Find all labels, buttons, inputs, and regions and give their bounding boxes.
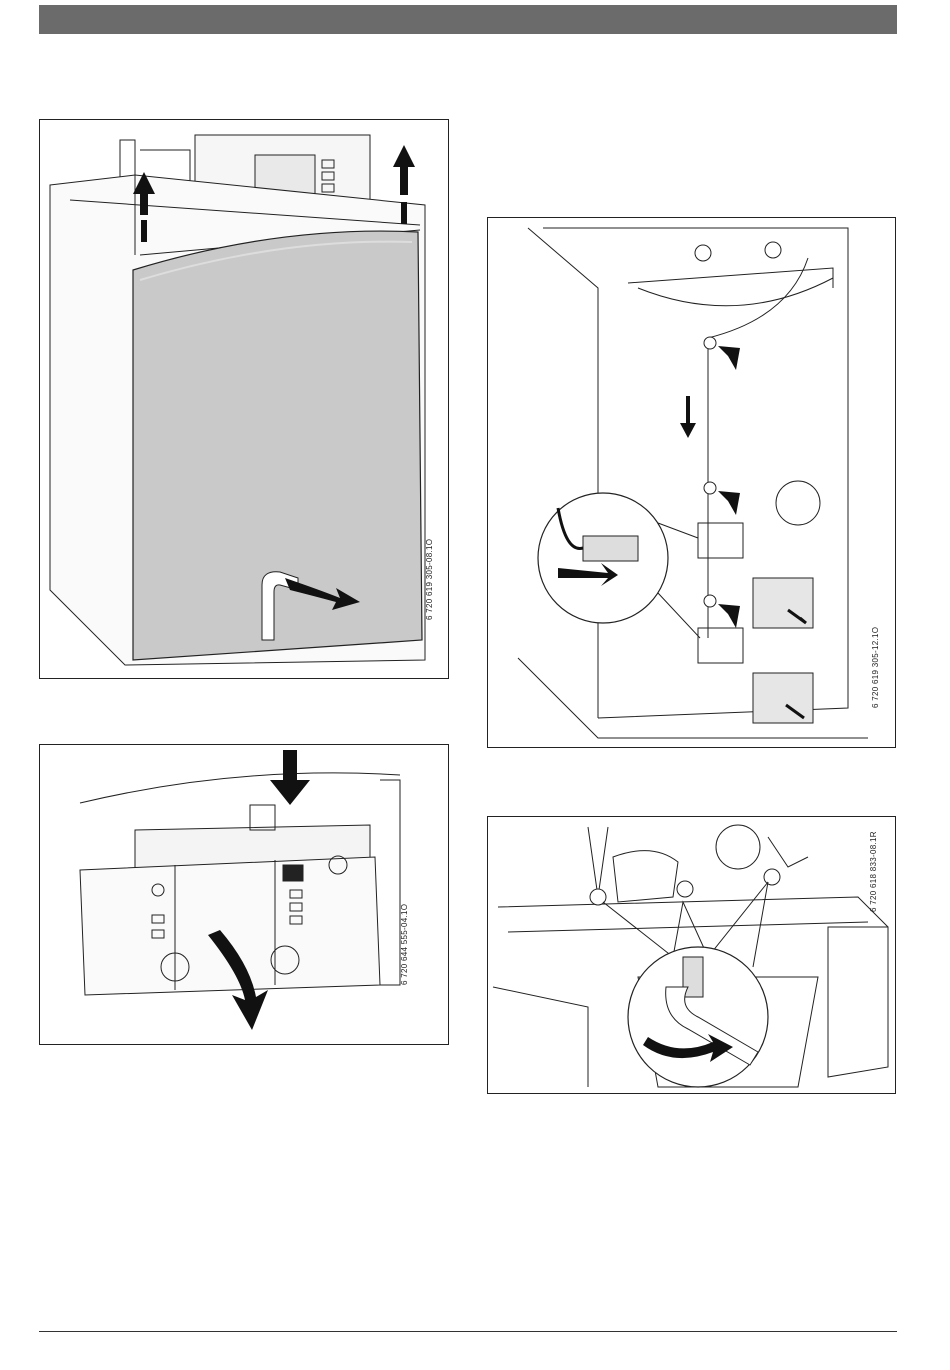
wrench-icon: [603, 882, 768, 1087]
figure-control-panel: 6 720 644 555-04.1O: [39, 744, 449, 1045]
control-panel-illustration: [40, 745, 449, 1045]
figure-code: 6 720 619 305-12.1O: [871, 627, 880, 708]
front-panel: [133, 231, 422, 660]
figure-code: 6 720 644 555-04.1O: [400, 904, 409, 985]
header-bar: [39, 5, 897, 34]
figure-cable-routing: 6 720 619 305-12.1O: [487, 217, 896, 748]
casing-removal-illustration: [40, 120, 449, 679]
figure-wrench-fittings: 6 720 618 833-08.1R: [487, 816, 896, 1094]
figure-code: 6 720 618 833-08.1R: [869, 831, 878, 912]
footer-rule: [39, 1331, 897, 1332]
figure-code: 6 720 619 305-08.1O: [425, 539, 434, 620]
wrench-fittings-illustration: [488, 817, 896, 1094]
cable-routing-illustration: [488, 218, 896, 748]
figure-casing-removal: 6 720 619 305-08.1O: [39, 119, 449, 679]
arrow-down-icon: [270, 750, 310, 805]
arrow-down-icon: [680, 396, 696, 438]
